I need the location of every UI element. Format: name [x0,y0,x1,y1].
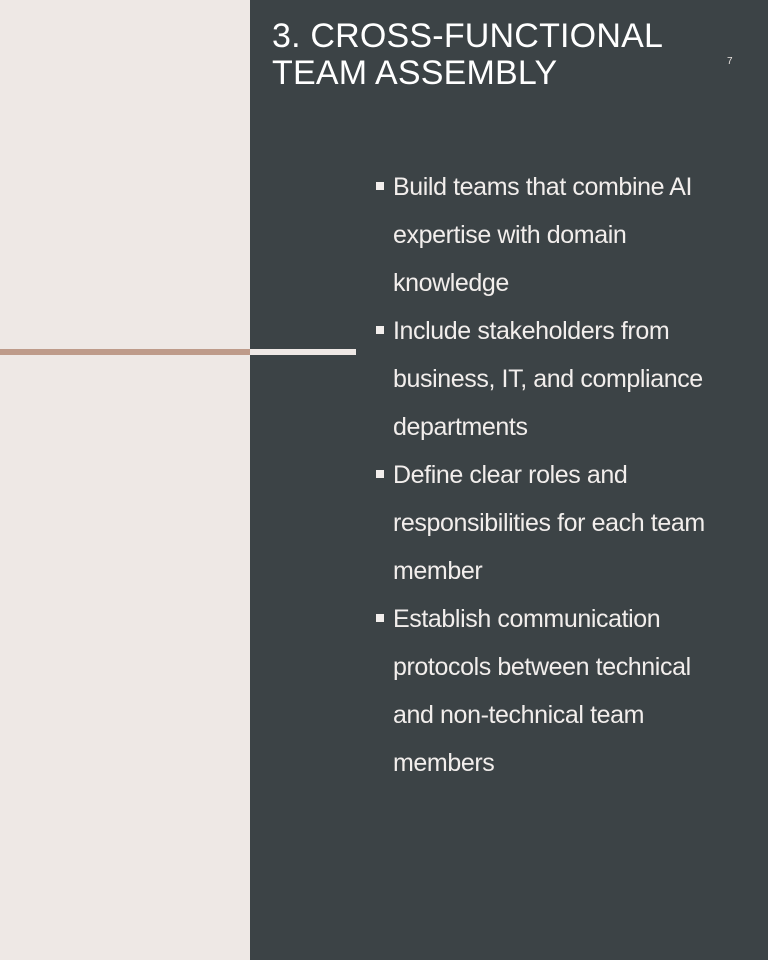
bullet-item: Establish communication protocols betwee… [374,595,734,787]
bullet-text: Establish communication protocols betwee… [393,605,691,777]
square-bullet-icon [376,326,384,334]
bullet-text: Include stakeholders from business, IT, … [393,317,703,441]
divider-line [250,349,356,355]
square-bullet-icon [376,470,384,478]
slide-title: 3. CROSS-FUNCTIONAL TEAM ASSEMBLY [272,17,662,92]
bullet-item: Define clear roles and responsibilities … [374,451,734,595]
bullet-list: Build teams that combine AI expertise wi… [374,163,734,787]
square-bullet-icon [376,614,384,622]
left-panel [0,0,250,960]
square-bullet-icon [376,182,384,190]
bullet-text: Build teams that combine AI expertise wi… [393,173,693,297]
bullet-text: Define clear roles and responsibilities … [393,461,705,585]
bullet-item: Include stakeholders from business, IT, … [374,307,734,451]
page-number: 7 [727,56,733,67]
accent-line [0,349,250,355]
bullet-item: Build teams that combine AI expertise wi… [374,163,734,307]
content-panel [250,0,768,960]
